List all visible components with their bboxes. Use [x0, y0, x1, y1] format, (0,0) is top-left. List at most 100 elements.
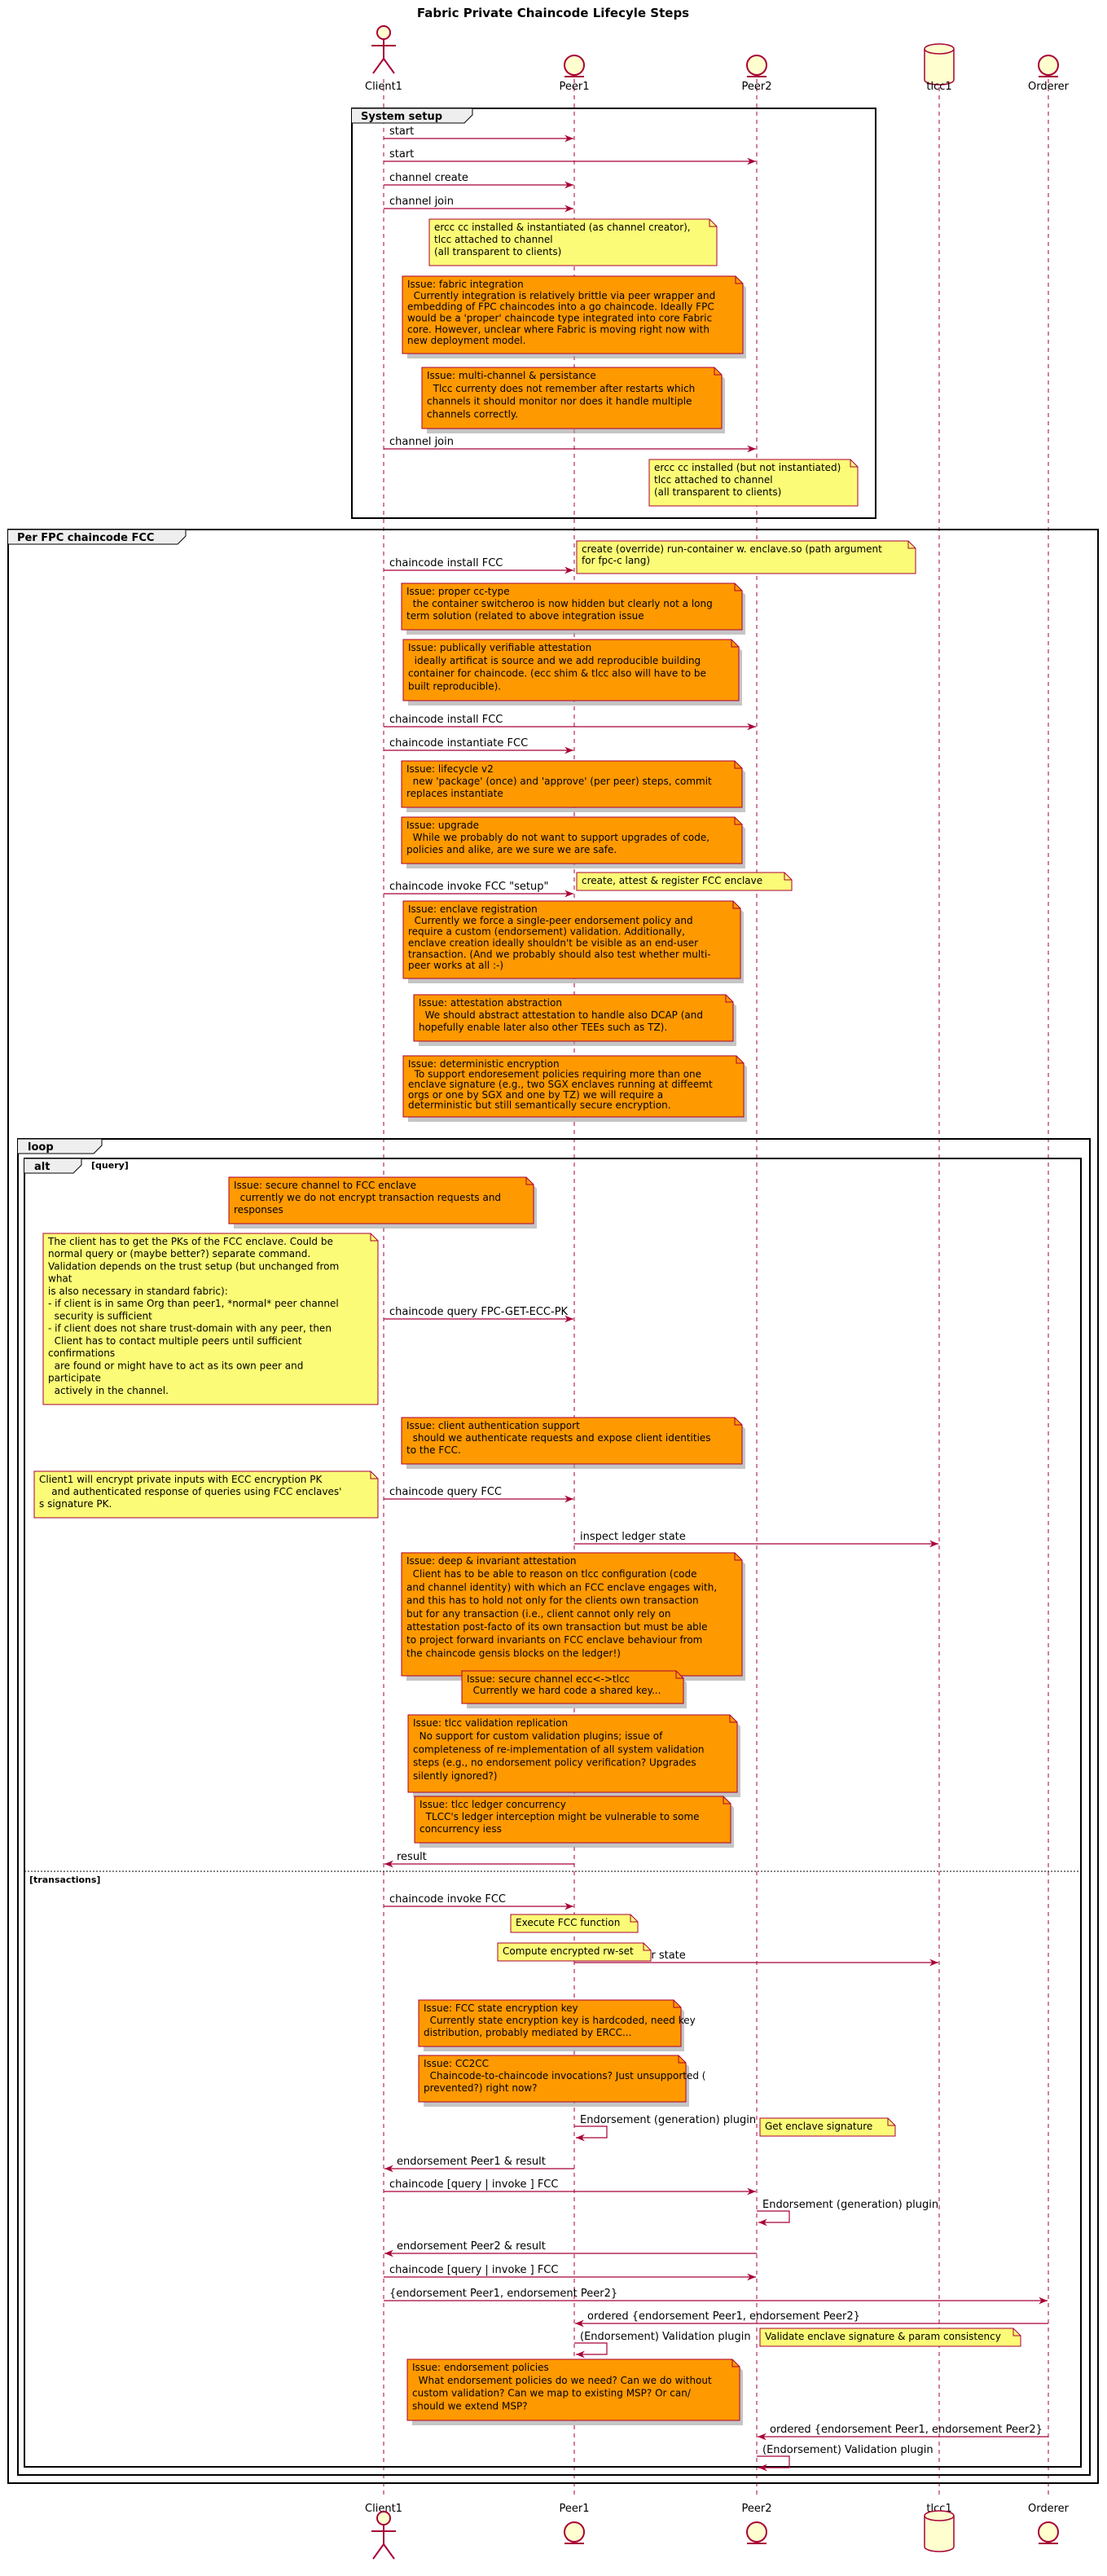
note-corner — [675, 1671, 683, 1679]
issue-note: Issue: publically verifiable attestation… — [402, 639, 742, 706]
note-line: actively in the channel. — [48, 1385, 169, 1396]
note-line: require a custom (endorsement) validatio… — [408, 926, 685, 938]
note-line: While we probably do not want to support… — [406, 832, 709, 843]
note-corner — [370, 1233, 378, 1242]
frames: System setup Per FPC chaincode FCC loop … — [7, 108, 1099, 2484]
note-box — [402, 639, 740, 701]
database-body — [924, 2516, 955, 2552]
note-line: embedding of FPC chaincodes into a go ch… — [407, 301, 714, 313]
note-box — [413, 994, 734, 1042]
entity-circle — [746, 55, 767, 76]
database-top — [924, 2510, 955, 2521]
message-label: ordered {endorsement Peer1, endorsement … — [770, 2424, 1043, 2436]
note: create (override) run-container w. encla… — [576, 540, 916, 574]
note-line: (all transparent to clients) — [654, 486, 781, 498]
note-line: the container switcheroo is now hidden b… — [406, 598, 713, 609]
message-label: inspect ledger state — [580, 1531, 686, 1543]
note-corner — [732, 901, 740, 909]
note-line: ideally artificat is source and we add r… — [408, 655, 701, 666]
issue-note: Issue: deterministic encryption To suppo… — [402, 1055, 747, 1122]
note-box — [401, 760, 743, 808]
note-line: enclave signature (e.g., two SGX enclave… — [408, 1079, 713, 1090]
note-line: - if client does not share trust-domain … — [48, 1323, 332, 1334]
note-corner — [887, 2118, 895, 2126]
frame-loop — [17, 1138, 1091, 2476]
note-line: custom validation? Can we map to existin… — [412, 2388, 692, 2399]
issue-note: Issue: secure channel ecc<->tlcc Current… — [461, 1670, 687, 1708]
note-line: security is sufficient — [48, 1310, 152, 1321]
database-top — [924, 43, 955, 55]
note-line: Issue: secure channel to FCC enclave — [234, 1180, 416, 1191]
note-corner — [734, 761, 742, 769]
note-line: Currently state encryption key is hardco… — [424, 2015, 696, 2026]
note-line: create (override) run-container w. encla… — [582, 543, 882, 555]
note-line: create, attest & register FCC enclave — [582, 875, 762, 886]
message: chaincode [query | invoke ] FCC — [384, 2264, 756, 2281]
note-corner — [734, 583, 742, 591]
participant-label-top: Client1 — [365, 81, 402, 93]
note-line: TLCC's ledger interception might be vuln… — [420, 1811, 700, 1822]
message: Endorsement (generation) plugin — [757, 2199, 938, 2227]
note-box — [759, 2328, 1021, 2347]
note-line: steps (e.g., no endorsement policy verif… — [413, 1757, 696, 1769]
participant-top-peer2: Peer2 — [742, 55, 772, 93]
note-line: Issue: deep & invariant attestation — [406, 1555, 576, 1567]
note-line: Issue: publically verifiable attestation — [408, 642, 591, 653]
issue-note: Issue: tlcc ledger concurrency TLCC's le… — [414, 1796, 734, 1848]
note-corner — [709, 219, 717, 227]
message-label: chaincode install FCC — [389, 557, 503, 569]
frame-system-setup-tab — [352, 108, 473, 124]
note-box — [42, 1233, 379, 1405]
actor-body — [371, 2525, 396, 2560]
note-line: Validation depends on the trust setup (b… — [48, 1260, 339, 1272]
note: ercc cc installed & instantiated (as cha… — [428, 218, 718, 266]
message-self-arrow — [574, 2125, 608, 2142]
note: Client1 will encrypt private inputs with… — [33, 1470, 379, 1519]
entity-circle — [564, 2521, 585, 2543]
note-corner — [731, 2359, 740, 2367]
note-box — [401, 1417, 743, 1465]
message-label: start — [389, 125, 414, 138]
note-box — [401, 816, 743, 864]
note-corner — [731, 640, 739, 648]
note-line: Issue: tlcc validation replication — [413, 1717, 568, 1729]
note-box — [461, 1670, 684, 1704]
frame-system-setup — [351, 108, 876, 519]
frame-alt-label: alt — [34, 1161, 50, 1173]
database-body — [924, 49, 955, 86]
participant-top-client1: Client1 — [365, 25, 402, 93]
note-box — [576, 540, 916, 574]
note-line: should we authenticate requests and expo… — [406, 1432, 711, 1444]
note-line: to the FCC. — [406, 1444, 461, 1456]
note-box — [497, 1942, 652, 1962]
message-self-arrow — [757, 2210, 790, 2227]
participant-label-bottom: Orderer — [1028, 2503, 1070, 2515]
message-label: chaincode [query | invoke ] FCC — [389, 2264, 558, 2276]
message: {endorsement Peer1, endorsement Peer2} — [384, 2288, 1048, 2305]
note: ercc cc installed (but not instantiated)… — [648, 459, 859, 507]
message-label: channel create — [389, 172, 468, 184]
note-corner — [370, 1471, 378, 1479]
message: (Endorsement) Validation plugin — [757, 2444, 933, 2472]
note-box — [401, 1552, 743, 1677]
note-line: peer works at all :-) — [408, 960, 503, 971]
note-line: Client1 will encrypt private inputs with… — [39, 1474, 323, 1485]
note-box — [228, 1176, 534, 1224]
note-box — [401, 582, 743, 631]
note-line: Issue: client authentication support — [406, 1420, 580, 1431]
message-label: chaincode instantiate FCC — [389, 737, 528, 750]
note-line: To support endoresement policies requiri… — [408, 1069, 701, 1080]
entity-circle — [1038, 55, 1059, 76]
note-line: the chaincode gensis blocks on the ledge… — [406, 1647, 621, 1659]
note-line: Issue: endorsement policies — [412, 2362, 549, 2373]
message-label: endorsement Peer1 & result — [397, 2156, 546, 2168]
message-label: ordered {endorsement Peer1, endorsement … — [587, 2310, 860, 2323]
note-box — [402, 1055, 745, 1118]
message-label: chaincode invoke FCC "setup" — [389, 881, 548, 893]
message-label: channel join — [389, 196, 454, 208]
message: Endorsement (generation) plugin — [574, 2114, 756, 2142]
note-line: Validate enclave signature & param consi… — [765, 2331, 1001, 2342]
note-line: is also necessary in standard fabric): — [48, 1286, 228, 1297]
lifelines — [383, 79, 1049, 2498]
participant-label-bottom: Peer1 — [560, 2503, 590, 2515]
